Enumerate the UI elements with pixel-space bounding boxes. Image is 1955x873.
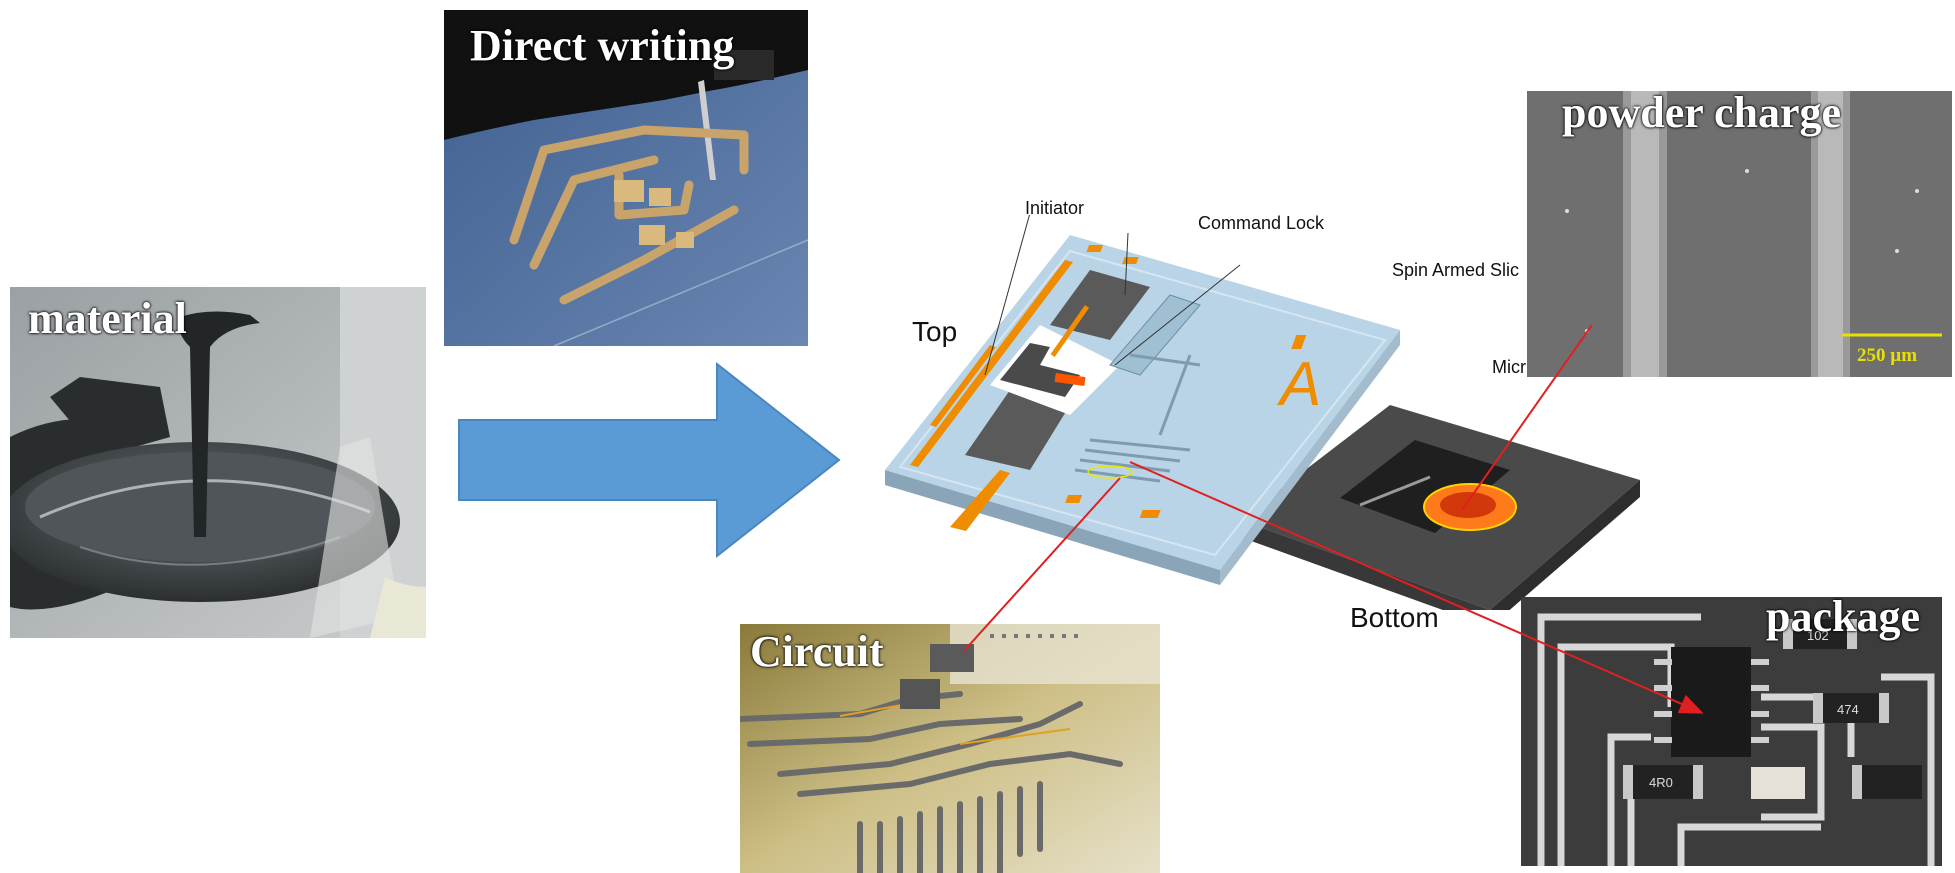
circuit-label: Circuit	[750, 627, 884, 676]
micro-callout: Micr	[1492, 357, 1526, 377]
circuit-photo-art	[740, 624, 1160, 873]
powder-charge-photo-art	[1527, 91, 1952, 377]
callout-leaders	[984, 215, 1241, 376]
resistor-label-2: 474	[1837, 702, 1859, 717]
bottom-label: Bottom	[1350, 602, 1439, 633]
initiator-callout: Initiator	[1025, 198, 1085, 218]
command-lock-callout: Command Lock	[1198, 213, 1325, 233]
spin-armed-callout: Spin Armed Slic	[1392, 260, 1520, 280]
process-arrow	[458, 362, 841, 558]
scale-bar-label: 250 µm	[1857, 345, 1918, 366]
direct-writing-photo-art	[444, 10, 808, 346]
process-arrow-shape	[458, 362, 841, 558]
powder-charge-photo: powder charge 250 µm	[1527, 91, 1952, 377]
direct-writing-photo: Direct writing	[444, 10, 808, 346]
top-label: Top	[912, 316, 958, 347]
resistor-label-1: 102	[1807, 628, 1829, 643]
resistor-label-3: 4R0	[1649, 775, 1673, 790]
material-photo: material	[10, 287, 426, 638]
initiator-element	[1054, 372, 1086, 387]
device-letter: A	[1276, 350, 1321, 419]
circuit-photo: Circuit	[740, 624, 1160, 873]
powder-charge-label: powder charge	[1562, 91, 1842, 137]
package-photo: 102 474 4R0 package	[1521, 597, 1942, 866]
ic-chip	[1671, 647, 1751, 757]
material-label: material	[28, 294, 187, 343]
package-label: package	[1766, 597, 1920, 641]
material-photo-art	[10, 287, 426, 638]
package-photo-art: 102 474 4R0	[1521, 597, 1942, 866]
direct-writing-label: Direct writing	[470, 21, 735, 70]
